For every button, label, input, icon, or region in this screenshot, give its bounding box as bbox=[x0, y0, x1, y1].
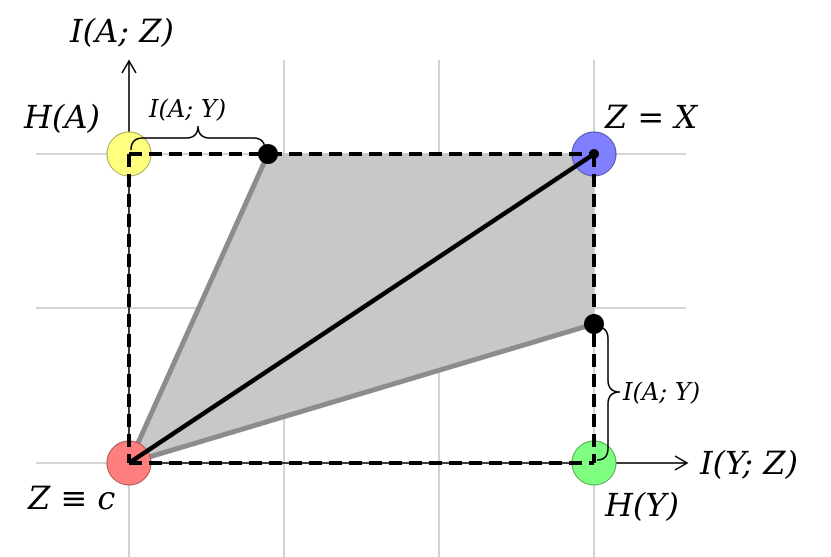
x-axis-arrowhead bbox=[674, 455, 689, 471]
dashed-bounds bbox=[127, 152, 596, 465]
ha-label: H(A) bbox=[23, 98, 100, 136]
top-brace bbox=[130, 125, 266, 151]
y-axis-arrowhead bbox=[121, 59, 137, 74]
zx-dot bbox=[589, 149, 599, 159]
diagonal-line bbox=[127, 152, 596, 465]
y-axis-label: I(A; Z) bbox=[69, 12, 174, 50]
top-brace-label: I(A; Y) bbox=[148, 95, 226, 123]
hy-label: H(Y) bbox=[604, 486, 679, 524]
origin-label: Z ≡ c bbox=[27, 479, 115, 517]
right-brace bbox=[596, 326, 621, 461]
region-upper-boundary bbox=[126, 152, 271, 465]
x-axis-label: I(Y; Z) bbox=[699, 444, 798, 482]
top-dot bbox=[258, 144, 278, 164]
right-brace-label: I(A; Y) bbox=[622, 378, 700, 406]
zx-label: Z = X bbox=[604, 98, 698, 136]
right-dot bbox=[584, 314, 604, 334]
region-lower-boundary bbox=[128, 321, 595, 466]
